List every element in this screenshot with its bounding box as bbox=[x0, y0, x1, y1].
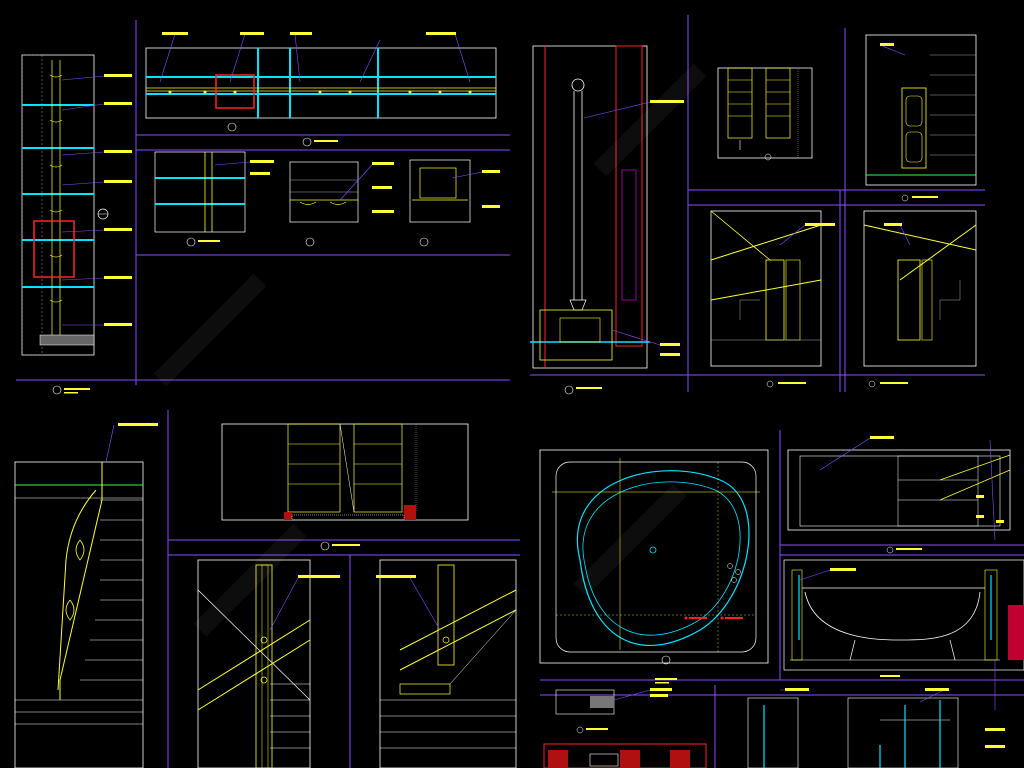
panel-stair-plan-small bbox=[717, 67, 813, 161]
sheet-dividers bbox=[16, 15, 1024, 768]
panel-bathtub-section bbox=[783, 559, 1024, 677]
panel-diagonal-railing-detail-1 bbox=[710, 210, 835, 388]
panel-stair-plan-center bbox=[221, 423, 469, 551]
panel-stair-railing-section-2 bbox=[376, 559, 517, 768]
panel-railing-detail-small-1 bbox=[154, 151, 274, 247]
panel-railing-detail-small-2 bbox=[289, 161, 394, 247]
panel-railing-detail-small-3 bbox=[409, 159, 500, 247]
panel-stair-railing-section-1 bbox=[197, 559, 340, 768]
watermark-band bbox=[153, 63, 707, 637]
panel-staircase-elevation-left bbox=[14, 423, 158, 768]
panel-bathtub-top-elevation bbox=[787, 436, 1011, 554]
panel-diagonal-railing-detail-2 bbox=[863, 210, 977, 388]
panel-tall-newel-post-elevation bbox=[530, 45, 684, 395]
panel-baluster-side-detail bbox=[865, 34, 977, 202]
panel-bathtub-plan bbox=[539, 449, 769, 684]
panel-glass-railing-top-elevation bbox=[145, 32, 497, 147]
panel-cabinet-details-bottom bbox=[543, 660, 1005, 768]
panel-stair-railing-elevation-left bbox=[21, 54, 132, 395]
